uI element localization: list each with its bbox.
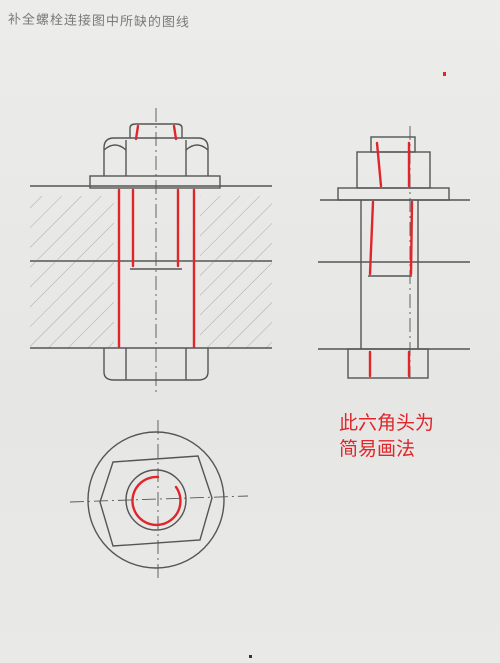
side-bolt-head xyxy=(347,348,429,379)
hex-nut xyxy=(99,455,213,547)
side-red-thread-left xyxy=(368,200,375,276)
washer xyxy=(89,175,221,189)
red-thread-arc xyxy=(131,475,182,527)
side-red-lines xyxy=(368,141,414,378)
upper-plate-hatch-left xyxy=(30,196,114,260)
top-view xyxy=(69,420,249,580)
annotation-line-2: 简易画法 xyxy=(339,438,416,460)
lower-plate-hatch-right xyxy=(200,262,272,348)
side-nut xyxy=(356,151,431,189)
bolt-circle xyxy=(125,469,187,531)
lower-plate-hatch-left xyxy=(30,262,114,348)
side-red-thread-right xyxy=(409,200,414,276)
bottom-dot-mark xyxy=(249,655,252,658)
red-tip-left xyxy=(134,124,140,141)
side-red-tip-left xyxy=(375,141,383,188)
red-annotation: 此六角头为 简易画法 xyxy=(339,410,434,462)
side-view xyxy=(318,126,470,379)
annotation-line-1: 此六角头为 xyxy=(339,412,435,434)
front-red-lines xyxy=(117,124,196,349)
red-dot-mark xyxy=(443,72,446,76)
upper-plate-hatch-right xyxy=(200,196,272,260)
bolt-tip xyxy=(129,123,183,138)
top-center-line-h xyxy=(69,495,249,503)
washer-circle xyxy=(87,431,225,569)
side-bolt-tip xyxy=(370,136,416,153)
nut-chamfer-left xyxy=(103,144,127,151)
nut-chamfer-right xyxy=(185,144,209,151)
side-washer xyxy=(337,187,450,201)
red-tip-right xyxy=(172,124,178,141)
front-view xyxy=(30,108,272,392)
